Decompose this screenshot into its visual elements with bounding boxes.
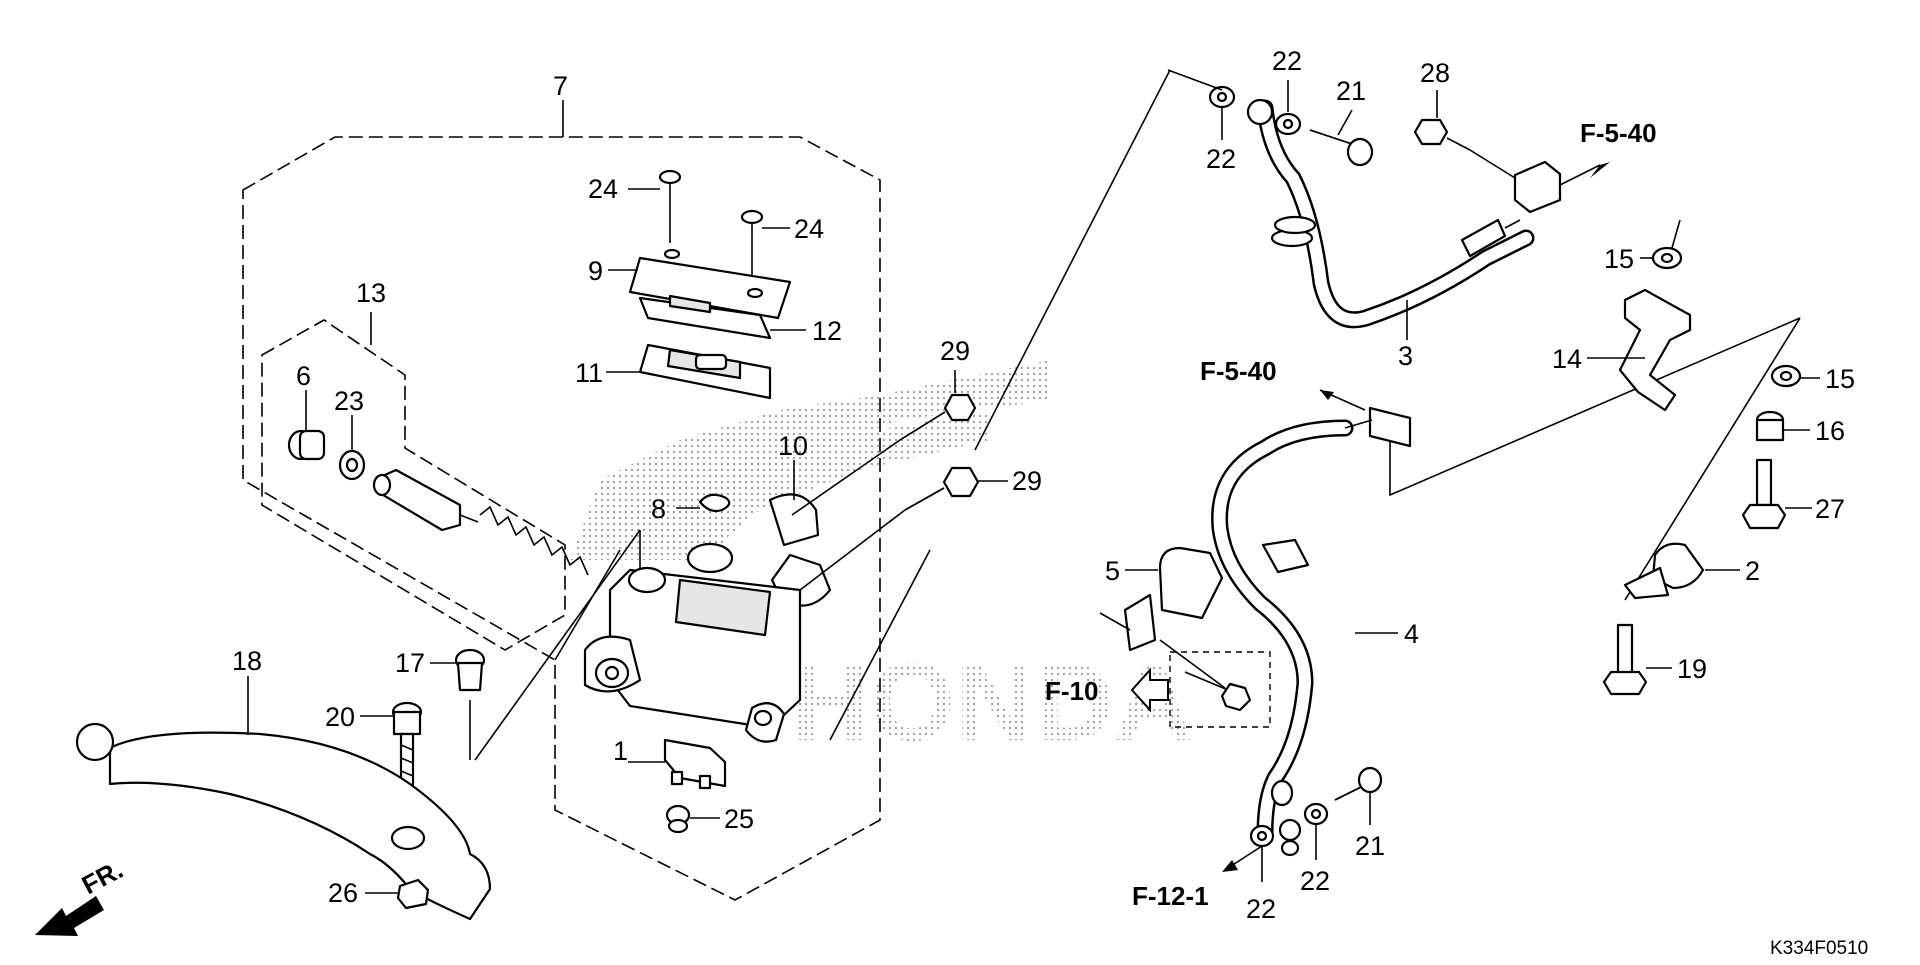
- callout-15a: 15: [1604, 244, 1634, 274]
- holder-10: [768, 460, 832, 607]
- watermark-text: HONDA: [790, 641, 1193, 764]
- sensor-clamp-2: [1623, 542, 1740, 600]
- callout-22a: 22: [1272, 46, 1302, 76]
- callout-4: 4: [1404, 619, 1419, 649]
- callout-19: 19: [1677, 654, 1707, 684]
- arrow-ref-top: [1559, 162, 1610, 186]
- bolt-29b: [904, 466, 1008, 511]
- washer-22a: [1208, 85, 1236, 140]
- washer-22d: [1303, 802, 1329, 860]
- callout-22d: 22: [1246, 894, 1276, 924]
- callout-6: 6: [296, 361, 311, 391]
- ref-label-top: F-5-40: [1580, 118, 1657, 148]
- diaphragm-11: [606, 343, 772, 400]
- callout-18: 18: [232, 646, 262, 676]
- group-outline-13: [261, 319, 566, 651]
- callout-14: 14: [1552, 344, 1582, 374]
- piston-cup-6: [287, 390, 326, 461]
- callout-29b: 29: [1012, 466, 1042, 496]
- washer-15b: [1770, 364, 1820, 388]
- bolt-27: [1741, 458, 1812, 530]
- bolt-29a: [899, 370, 977, 441]
- piston-rod: [372, 468, 479, 532]
- diaphragm-plate-12: [638, 294, 806, 340]
- brake-hose-4: [1211, 406, 1412, 842]
- callout-23: 23: [334, 386, 364, 416]
- washer-15a: [1640, 219, 1683, 270]
- callout-27: 27: [1815, 494, 1845, 524]
- pivot-bolt-20: [360, 701, 423, 794]
- washer-22c: [1249, 824, 1275, 882]
- drawing-code: K334F0510: [1770, 938, 1868, 959]
- callout-8: 8: [651, 494, 666, 524]
- callout-10: 10: [778, 431, 808, 461]
- nut-26: [365, 878, 430, 910]
- brake-lever-18: [75, 676, 492, 921]
- hose-bracket-14: [1587, 288, 1692, 412]
- callout-17: 17: [395, 648, 425, 678]
- fr-label: FR.: [77, 854, 128, 900]
- callout-22b: 22: [1206, 144, 1236, 174]
- callout-24b: 24: [794, 214, 824, 244]
- callout-3: 3: [1398, 341, 1413, 371]
- callout-29a: 29: [940, 336, 970, 366]
- arrow-ref-mid: [1319, 389, 1366, 411]
- group-outline-7: [242, 136, 881, 901]
- union-bolt-21b: [1334, 766, 1383, 825]
- f10-ref-box: [1169, 651, 1271, 728]
- callout-1: 1: [613, 736, 628, 766]
- callout-20: 20: [325, 702, 355, 732]
- clip-8: [676, 493, 731, 513]
- brake-switch-1: [628, 738, 727, 790]
- screw-24b: [740, 209, 790, 285]
- master-cylinder-body: [474, 529, 802, 761]
- bolt-f10: [1159, 639, 1252, 712]
- callout-12: 12: [812, 316, 842, 346]
- callout-25: 25: [724, 804, 754, 834]
- screw-24a: [628, 169, 682, 243]
- callout-28: 28: [1420, 58, 1450, 88]
- pivot-screw-17: [430, 648, 486, 760]
- hose-end-lower: [1278, 818, 1302, 857]
- ref-label-f12: F-12-1: [1132, 881, 1209, 911]
- callout-26: 26: [328, 878, 358, 908]
- arrow-ref-bottom: [1222, 845, 1263, 872]
- washer-23: [338, 415, 366, 481]
- callout-21b: 21: [1355, 831, 1385, 861]
- callout-22c: 22: [1300, 866, 1330, 896]
- washer-22b: [1274, 80, 1302, 136]
- callout-11: 11: [575, 358, 603, 388]
- ref-label-f10: F-10: [1045, 676, 1098, 706]
- return-spring: [479, 505, 589, 576]
- bolt-19: [1602, 623, 1672, 696]
- callout-2: 2: [1745, 556, 1760, 586]
- brake-hose-3: [1246, 98, 1535, 340]
- callout-15b: 15: [1825, 364, 1855, 394]
- callout-9: 9: [588, 256, 603, 286]
- callout-labels: 1 2 3 4 5 6 7 8 9 10 11 12 13 14 15 15 1…: [232, 46, 1855, 924]
- callout-21a: 21: [1336, 76, 1366, 106]
- collar-16: [1755, 410, 1810, 442]
- union-bolt-21a: [1309, 109, 1374, 167]
- honda-watermark: HONDA: [570, 360, 1193, 764]
- front-direction-arrow: [35, 896, 104, 936]
- hose-clamp-5: [1099, 546, 1224, 652]
- arrow-left-icon: [1130, 667, 1169, 713]
- callout-24a: 24: [588, 174, 618, 204]
- callout-13: 13: [356, 278, 386, 308]
- ref-label-mid: F-5-40: [1200, 356, 1277, 386]
- reservoir-cap-9: [608, 248, 792, 320]
- callout-5: 5: [1105, 556, 1120, 586]
- callout-7: 7: [553, 71, 568, 101]
- callout-16: 16: [1815, 416, 1845, 446]
- screw-25: [665, 804, 720, 834]
- bolt-28: [1413, 90, 1562, 214]
